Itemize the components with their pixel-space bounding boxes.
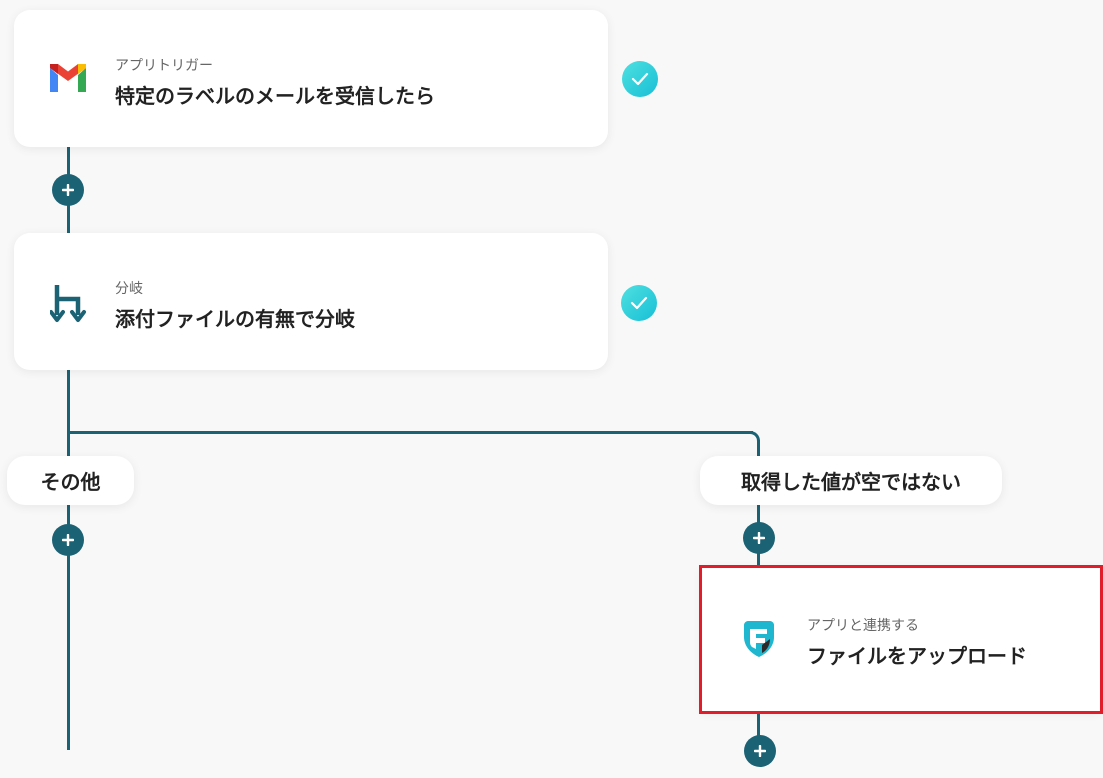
step-subtitle: 分岐 (115, 281, 143, 297)
add-step-button[interactable] (52, 174, 84, 206)
connector-line (67, 370, 70, 750)
branch-connector-line (67, 431, 753, 434)
add-step-button-not-empty[interactable] (743, 522, 775, 554)
gmail-icon (48, 62, 88, 98)
step-title: 添付ファイルの有無で分岐 (115, 307, 355, 331)
connector-line (757, 440, 760, 458)
add-step-button-after-upload[interactable] (744, 735, 776, 767)
connector-line (757, 712, 760, 742)
branch-connector-corner (750, 431, 760, 441)
step-title: 特定のラベルのメールを受信したら (115, 84, 435, 108)
check-icon (622, 61, 658, 97)
branch-icon (49, 283, 88, 327)
action-subtitle: アプリと連携する (807, 618, 919, 634)
branch-label-not-empty[interactable]: 取得した値が空ではない (700, 456, 1002, 505)
trigger-step-card[interactable]: アプリトリガー 特定のラベルのメールを受信したら (14, 10, 608, 147)
selection-highlight (699, 565, 1103, 714)
action-title: ファイルをアップロード (807, 644, 1027, 668)
add-step-button-other[interactable] (52, 524, 84, 556)
step-subtitle: アプリトリガー (115, 58, 213, 74)
branch-label-other[interactable]: その他 (7, 456, 134, 505)
app-logo-icon (740, 619, 778, 663)
check-icon (621, 285, 657, 321)
branch-step-card[interactable]: 分岐 添付ファイルの有無で分岐 (14, 233, 608, 370)
upload-action-card[interactable]: アプリと連携する ファイルをアップロード (702, 567, 1100, 711)
